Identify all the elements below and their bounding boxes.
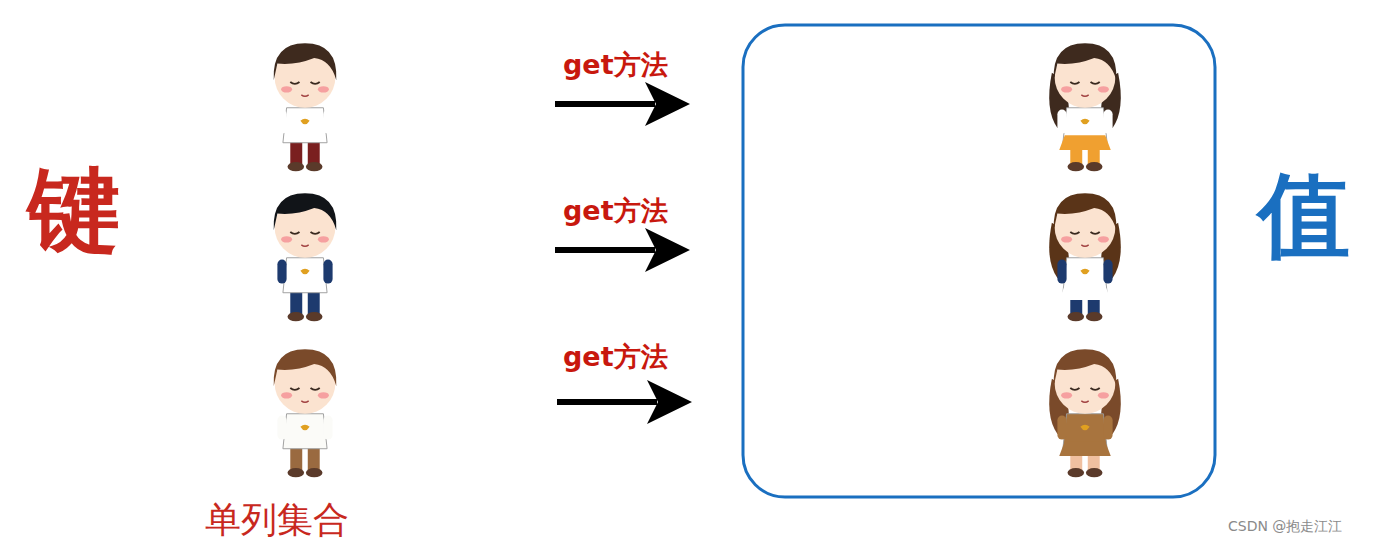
arrow-label: get方法 (563, 50, 668, 80)
key-heading: 键 (28, 160, 120, 261)
value-box (743, 25, 1215, 497)
value-heading: 值 (1258, 165, 1350, 266)
watermark: CSDN @抱走江江 (1228, 519, 1342, 534)
arrow-label: get方法 (563, 196, 668, 226)
arrow-label: get方法 (563, 342, 668, 372)
column-caption: 单列集合 (205, 500, 349, 540)
arrows (555, 82, 692, 424)
